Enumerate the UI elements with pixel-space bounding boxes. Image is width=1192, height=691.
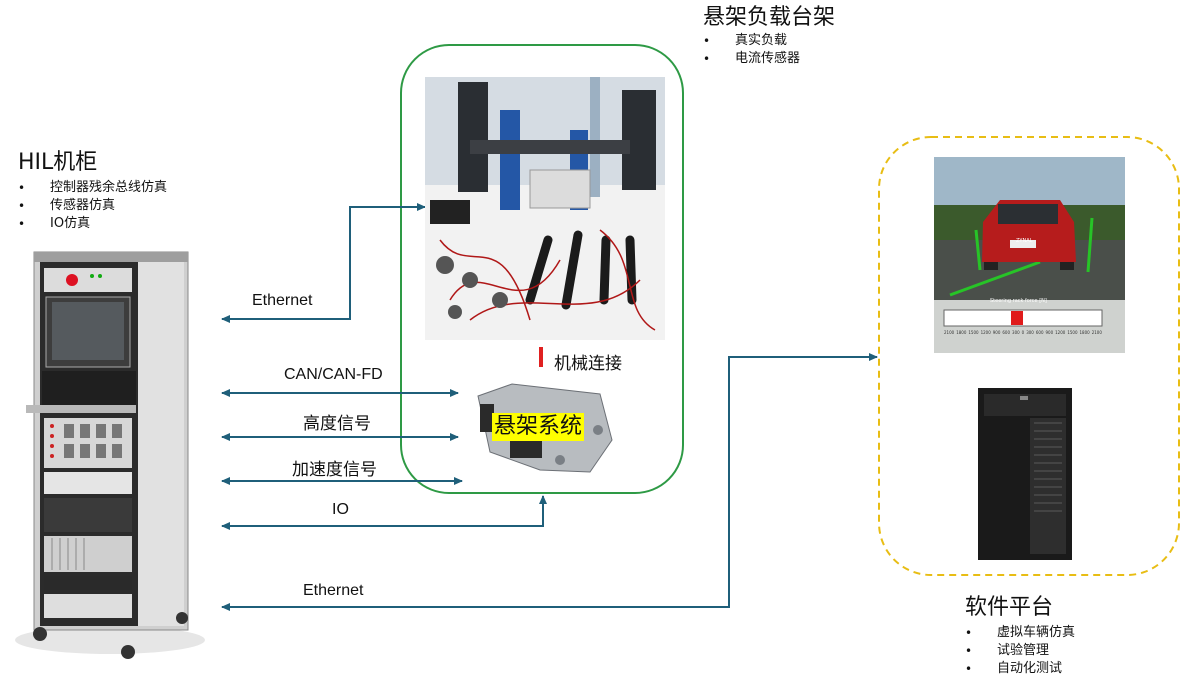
hil-cabinet-title: HIL机柜 bbox=[18, 150, 98, 175]
ethernet-top-arrow bbox=[221, 203, 426, 323]
platform-bullet-3: 自动化测试 bbox=[965, 660, 1075, 678]
hil-bullet-2: 传感器仿真 bbox=[18, 197, 167, 215]
hil-cabinet-bullets: 控制器残余总线仿真 传感器仿真 IO仿真 bbox=[18, 179, 167, 233]
hil-cabinet-image bbox=[15, 251, 205, 659]
gauge-tick: 1200 bbox=[1055, 330, 1066, 335]
bench-bullet-2: 电流传感器 bbox=[703, 50, 800, 68]
gauge-tick: 1800 bbox=[956, 330, 967, 335]
gauge-tick: 1500 bbox=[968, 330, 979, 335]
hil-bullet-1: 控制器残余总线仿真 bbox=[18, 179, 167, 197]
gauge-tick: 600 bbox=[1035, 330, 1044, 335]
test-bench-bullets: 真实负载 电流传感器 bbox=[703, 32, 800, 68]
platform-bullet-1: 虚拟车辆仿真 bbox=[965, 624, 1075, 642]
gauge-tick: 900 bbox=[1045, 330, 1054, 335]
gauge-tick: 600 bbox=[1002, 330, 1011, 335]
mechanical-link-marker bbox=[539, 347, 543, 367]
software-platform-frame bbox=[878, 136, 1180, 576]
gauge-tick: 900 bbox=[992, 330, 1001, 335]
simulation-screen bbox=[934, 157, 1125, 353]
io-label: IO bbox=[332, 501, 349, 518]
can-label: CAN/CAN-FD bbox=[284, 366, 383, 383]
test-bench-photo bbox=[425, 77, 665, 340]
ethernet-bottom-label: Ethernet bbox=[303, 582, 364, 599]
ecu-label: 悬架系统 bbox=[492, 413, 585, 441]
hil-bullet-3: IO仿真 bbox=[18, 215, 167, 233]
ethernet-top-label: Ethernet bbox=[252, 292, 313, 309]
gauge-label: Steering rack force [N] bbox=[990, 298, 1047, 304]
software-platform-title: 软件平台 bbox=[965, 595, 1054, 620]
accel-signal-label: 加速度信号 bbox=[292, 460, 377, 480]
platform-bullet-2: 试验管理 bbox=[965, 642, 1075, 660]
mechanical-link-label: 机械连接 bbox=[554, 354, 622, 374]
test-bench-title: 悬架负载台架 bbox=[703, 5, 836, 30]
ethernet-bottom-arrow bbox=[221, 353, 878, 611]
bench-bullet-1: 真实负载 bbox=[703, 32, 800, 50]
gauge-tick: 2100 bbox=[944, 330, 955, 335]
gauge-tick: 0 bbox=[1021, 330, 1025, 335]
gauge-tick: 1500 bbox=[1067, 330, 1078, 335]
gauge-tick: 1800 bbox=[1079, 330, 1090, 335]
height-signal-label: 高度信号 bbox=[303, 414, 371, 434]
software-platform-bullets: 虚拟车辆仿真 试验管理 自动化测试 bbox=[965, 624, 1075, 678]
workstation-image bbox=[978, 388, 1072, 560]
license-plate: ZYNAL bbox=[1016, 238, 1033, 244]
io-arrow bbox=[221, 495, 547, 530]
gauge-tick: 300 bbox=[1026, 330, 1034, 335]
gauge-tick: 1200 bbox=[980, 330, 991, 335]
gauge-tick: 2100 bbox=[1091, 330, 1102, 335]
gauge-tick: 300 bbox=[1012, 330, 1020, 335]
